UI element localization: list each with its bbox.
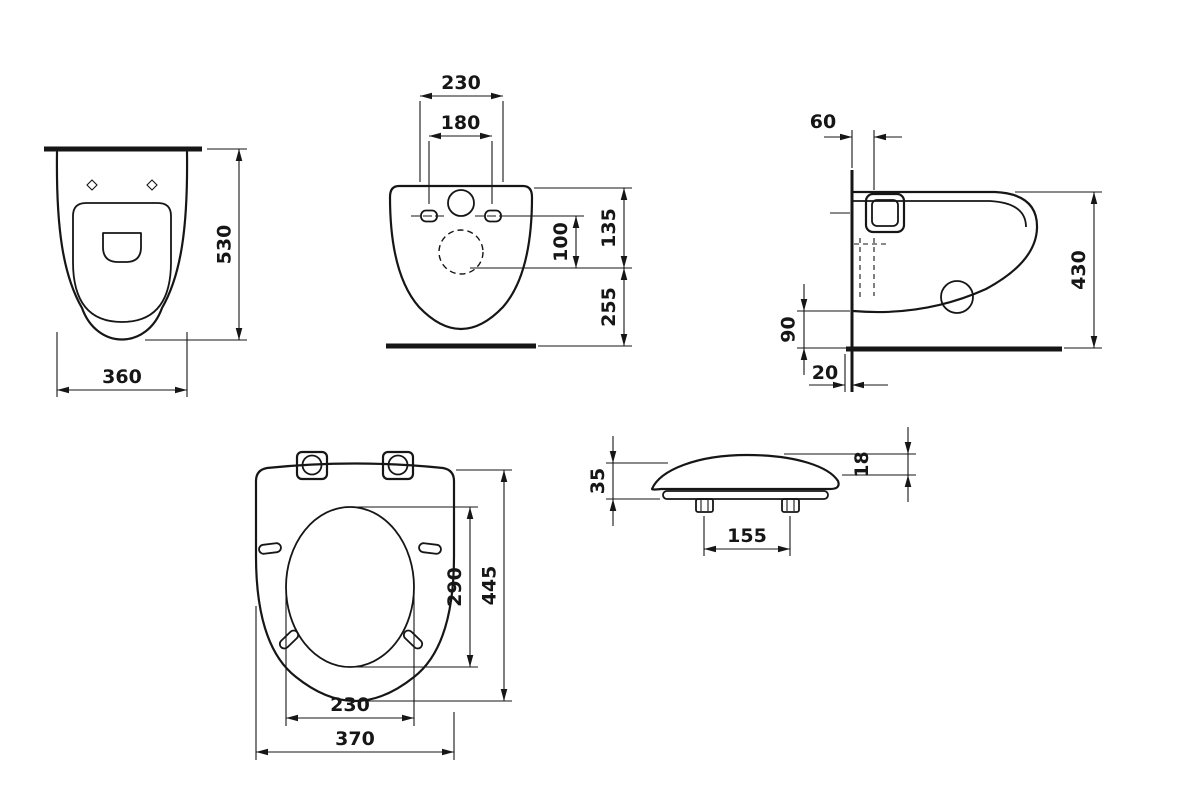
side-rim-inner-line (853, 200, 1027, 228)
dim-label: 35 (587, 468, 609, 494)
dim-side-underside-height: 90 (778, 284, 850, 375)
dim-side-inlet-offset: 60 (810, 111, 902, 190)
seat-hinge-damper-right (781, 498, 800, 513)
dim-label: 530 (214, 225, 236, 265)
dim-label: 180 (441, 112, 481, 134)
dim-label: 430 (1068, 250, 1090, 290)
seat-bumper-slot (402, 629, 424, 650)
dim-plan-outlet-depth: 255 (598, 268, 628, 346)
seat-side-view: 35 18 155 (587, 427, 916, 556)
dim-side-rim-height: 430 (1015, 191, 1102, 349)
dim-label: 155 (727, 525, 767, 547)
seat-lid-profile (650, 453, 840, 491)
side-bowl-profile (851, 190, 1039, 314)
dim-seat-hinge-spacing: 155 (703, 516, 791, 556)
dim-seat-height: 35 (587, 436, 668, 526)
dim-label: 135 (598, 208, 620, 248)
dim-front-width: 360 (56, 332, 188, 397)
seat-bumper-slot (258, 542, 282, 555)
dim-plan-rim-depth: 135 (598, 188, 628, 268)
seat-bumper-slot (418, 542, 442, 555)
front-view: 530 360 (44, 146, 247, 397)
dim-label: 370 (335, 728, 375, 750)
dim-seat-length: 445 (365, 469, 512, 702)
seat-bumper-slot (278, 629, 300, 650)
front-water-area-outline (102, 232, 142, 263)
dim-label: 100 (550, 222, 572, 262)
side-trap-circle (940, 280, 974, 314)
plan-inlet-hole (447, 189, 475, 217)
dim-front-height: 530 (145, 148, 247, 341)
dim-seat-width: 370 (255, 606, 455, 760)
dim-plan-inlet-depth: 100 (550, 216, 580, 268)
side-view: 60 430 90 20 (778, 111, 1102, 392)
seat-hinge-damper-left (695, 498, 714, 513)
dim-seat-opening-length: 290 (352, 506, 478, 668)
front-bowl-outline (55, 150, 189, 341)
seat-outline (254, 462, 456, 703)
side-flush-connector-outer (864, 192, 906, 234)
dim-label: 360 (102, 366, 142, 388)
dim-label: 230 (441, 72, 481, 94)
front-fixing-mark-left (86, 179, 98, 191)
seat-ring-profile (662, 490, 829, 500)
dim-plan-inner-holes: 180 (428, 112, 493, 204)
plan-outlet-hidden-circle (438, 229, 484, 275)
dim-seat-lid-thickness: 18 (784, 427, 916, 502)
dim-side-wall-gap: 20 (809, 354, 888, 392)
front-rim-inner-outline (72, 202, 172, 323)
seat-plan-view: 445 290 230 370 (254, 450, 512, 760)
dim-label: 90 (778, 316, 800, 342)
dim-plan-outer-holes: 230 (419, 72, 504, 182)
seat-opening-outline (285, 506, 415, 668)
plan-view: 230 180 100 135 255 (386, 72, 632, 349)
plan-bowl-outline (388, 184, 534, 331)
dim-label: 20 (812, 362, 838, 384)
dim-label: 445 (479, 566, 501, 606)
dim-seat-opening-width: 230 (285, 592, 415, 726)
dim-label: 230 (330, 694, 370, 716)
dim-label: 255 (598, 287, 620, 327)
dim-label: 18 (851, 451, 873, 477)
dim-label: 290 (444, 567, 466, 607)
side-flush-connector-inner (871, 199, 899, 227)
front-fixing-mark-right (146, 179, 158, 191)
dim-label: 60 (810, 111, 836, 133)
